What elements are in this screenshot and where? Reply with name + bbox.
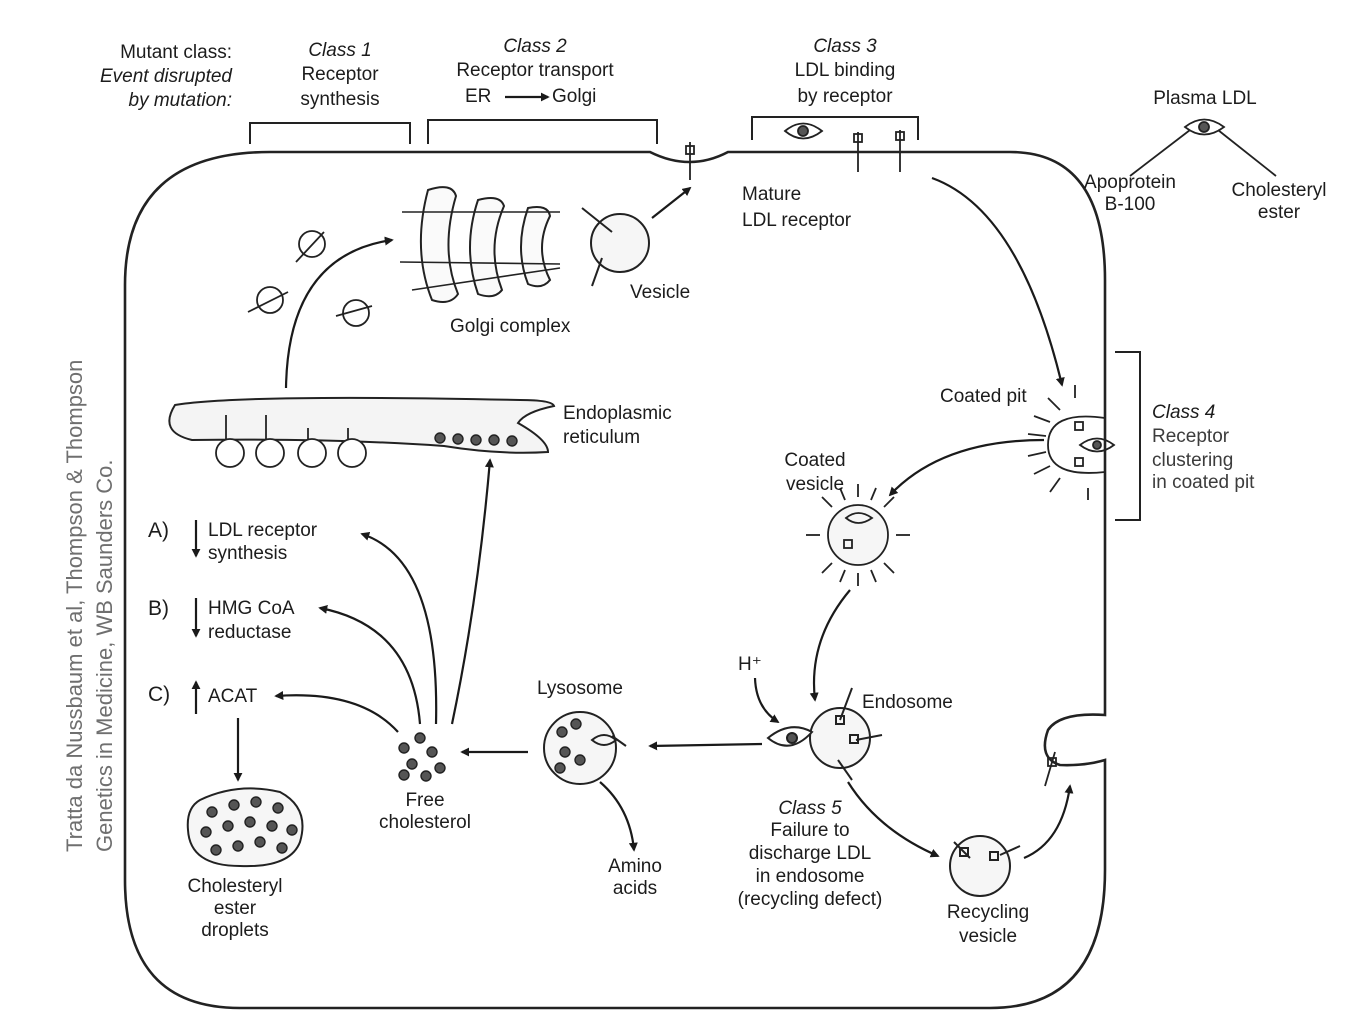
mutant-class-label: Mutant class: xyxy=(120,42,232,63)
free-label: Free xyxy=(405,790,445,811)
arrow-recycling-to-membrane xyxy=(1023,784,1074,860)
arrow-endosome-to-lysosome xyxy=(648,741,763,751)
endosome-label: Endosome xyxy=(862,692,953,713)
recycling-vesicle xyxy=(949,835,1021,897)
class4-line1: Receptor xyxy=(1152,426,1230,447)
reg-b-line2: reductase xyxy=(208,622,292,643)
cholesteryl-ester-label: Cholesteryl xyxy=(1231,180,1327,201)
event-disrupted-label-2: by mutation: xyxy=(128,90,233,111)
arrow-free-cholesterol-to-er xyxy=(450,458,494,725)
arrow-free-cholesterol-to-b xyxy=(318,604,422,725)
class5-line4: (recycling defect) xyxy=(737,889,883,910)
arrow-endosome-to-recycling xyxy=(847,781,940,858)
arrow-coated-vesicle-to-endosome xyxy=(809,589,851,702)
arrow-lysosome-to-amino-acids xyxy=(599,781,638,852)
class4-title: Class 4 xyxy=(1152,402,1216,423)
class5-title: Class 5 xyxy=(778,798,842,819)
free-cholesterol-dots xyxy=(398,732,446,782)
membrane-receptors xyxy=(685,130,905,180)
reg-b-letter: B) xyxy=(148,597,169,620)
free-cholesterol-label: cholesterol xyxy=(379,812,471,833)
mature-ldl-receptor-label: LDL receptor xyxy=(742,210,852,231)
cell-membrane xyxy=(123,150,1107,1010)
class1-line1: Receptor xyxy=(301,64,379,85)
coated-vesicle xyxy=(806,484,910,586)
class3-title: Class 3 xyxy=(813,36,877,57)
amino-label: Amino xyxy=(608,856,662,877)
cholesteryl-ester-droplets xyxy=(186,787,304,868)
class5-line2: discharge LDL xyxy=(748,843,872,864)
class2-title: Class 2 xyxy=(503,36,567,57)
plasma-ldl-icon xyxy=(1129,118,1277,177)
class3-line2: by receptor xyxy=(797,86,893,107)
class1-line2: synthesis xyxy=(300,89,380,110)
source-credit: Tratta da Nussbaum et al, Thompson & Tho… xyxy=(60,292,120,852)
cholesteryl-ester-label-2: ester xyxy=(1257,202,1301,223)
class2-er: ER xyxy=(465,86,492,107)
lysosome xyxy=(543,711,627,785)
er-cholesterol-dots xyxy=(434,432,518,447)
class4-line3: in coated pit xyxy=(1152,472,1255,493)
arrow-free-cholesterol-to-a xyxy=(360,532,438,725)
class4-line2: clustering xyxy=(1152,450,1234,471)
arrow-free-cholesterol-to-c xyxy=(274,691,399,733)
reg-a-line2: synthesis xyxy=(208,543,288,564)
arrow-pit-to-coated-vesicle xyxy=(888,438,1045,497)
recycling-vesicle-label: vesicle xyxy=(958,926,1018,947)
event-disrupted-label: Event disrupted xyxy=(99,66,232,87)
droplets-label-3: droplets xyxy=(201,920,269,941)
golgi-receptors xyxy=(399,211,561,291)
apoprotein-b100-label: B-100 xyxy=(1104,194,1156,215)
coated-pit xyxy=(1027,385,1116,500)
coated-vesicle-label-2: vesicle xyxy=(785,474,845,495)
arrow-membrane-to-pit xyxy=(931,176,1065,387)
coated-pit-label: Coated pit xyxy=(940,386,1027,407)
secretory-vesicle xyxy=(581,207,650,287)
class2-line1: Receptor transport xyxy=(456,60,614,81)
reg-c-line1: ACAT xyxy=(208,686,258,707)
golgi-complex-label: Golgi complex xyxy=(450,316,571,337)
source-credit-line2: Genetics in Medicine, WB Saunders Co. xyxy=(92,459,117,852)
er-label: Endoplasmic xyxy=(563,403,672,424)
acids-label: acids xyxy=(612,878,658,899)
ldl-particle-icon xyxy=(783,122,824,140)
reg-c-letter: C) xyxy=(148,683,171,706)
er-label-2: reticulum xyxy=(563,427,641,448)
droplets-label-2: ester xyxy=(213,898,257,919)
class2-golgi: Golgi xyxy=(552,86,597,107)
plasma-ldl-title: Plasma LDL xyxy=(1153,88,1257,109)
class-brackets xyxy=(249,116,1141,521)
apoprotein-label: Apoprotein xyxy=(1084,172,1176,193)
reg-a-letter: A) xyxy=(148,519,169,542)
lysosome-label: Lysosome xyxy=(537,678,623,699)
arrow-h-plus xyxy=(753,677,780,723)
er-receptors xyxy=(215,415,367,468)
endosome xyxy=(766,687,883,781)
class3-line1: LDL binding xyxy=(794,60,896,81)
class5-line3: in endosome xyxy=(755,866,865,887)
coated-vesicle-label: Coated xyxy=(784,450,846,471)
recycling-label: Recycling xyxy=(946,902,1030,923)
pathway-arrows xyxy=(191,92,1074,860)
vesicle-label: Vesicle xyxy=(630,282,691,303)
h-plus-label: H⁺ xyxy=(738,654,762,675)
arrow-golgi-to-membrane xyxy=(651,186,692,219)
mature-label: Mature xyxy=(742,184,802,205)
source-credit-line1: Tratta da Nussbaum et al, Thompson & Tho… xyxy=(62,359,87,852)
reg-a-line1: LDL receptor xyxy=(208,520,318,541)
class1-title: Class 1 xyxy=(308,40,372,61)
transport-vesicles xyxy=(247,230,373,327)
class5-line1: Failure to xyxy=(770,820,850,841)
membrane-return-receptor xyxy=(1044,751,1057,787)
arrow-er-to-golgi xyxy=(284,236,394,389)
reg-b-line1: HMG CoA xyxy=(208,598,295,619)
golgi-complex xyxy=(419,186,552,303)
droplets-label-1: Cholesteryl xyxy=(187,876,283,897)
